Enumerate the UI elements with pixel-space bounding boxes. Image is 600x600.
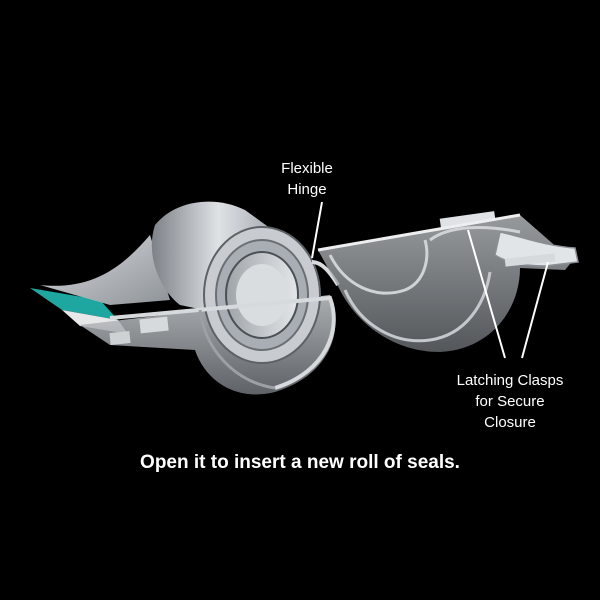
flexible-hinge-label: Flexible Hinge	[281, 160, 333, 198]
hinge-callout-line	[311, 201, 323, 259]
lid-half	[317, 211, 579, 352]
roll-holder-half	[30, 201, 336, 395]
seal-strip	[30, 288, 118, 320]
caption: Open it to insert a new roll of seals.	[140, 452, 460, 473]
latching-clasps-label: Latching Clasps for Secure Closure	[456, 372, 564, 431]
clasp-callout-line-1	[467, 229, 506, 359]
clasp-callout-line-2	[521, 261, 549, 359]
